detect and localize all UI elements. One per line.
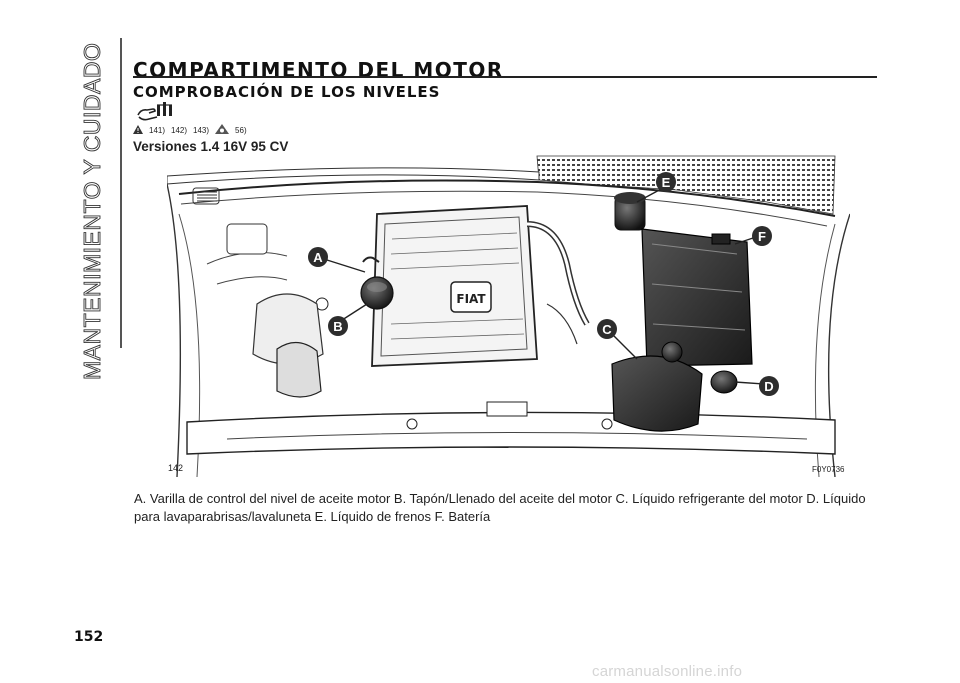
- callout-b: B: [328, 316, 348, 336]
- callout-label: B: [333, 319, 342, 334]
- warning-ref: 143): [193, 125, 210, 135]
- page-number: 152: [74, 629, 104, 645]
- engine-illustration: FIAT: [166, 154, 851, 478]
- callout-d: D: [759, 376, 779, 396]
- callout-f: F: [752, 226, 772, 246]
- version-heading: Versiones 1.4 16V 95 CV: [133, 139, 289, 154]
- warning-references: 141) 142) 143) 56): [133, 124, 247, 136]
- section-subtitle: COMPROBACIÓN DE LOS NIVELES: [133, 83, 441, 101]
- section-side-title: MANTENIMIENTO Y CUIDADO: [73, 35, 113, 405]
- figure-number: 142: [168, 463, 184, 473]
- warning-ref: 142): [171, 125, 188, 135]
- fiat-logo-text: FIAT: [456, 292, 486, 306]
- fiat-logo: FIAT: [450, 281, 492, 313]
- warning-ref: 56): [235, 125, 247, 135]
- callout-label: A: [313, 250, 323, 265]
- callout-label: F: [758, 229, 766, 244]
- warning-ref: 141): [149, 125, 166, 135]
- hand-wrench-icon: [135, 101, 179, 128]
- engine-compartment-figure: FIAT: [166, 154, 851, 478]
- callout-e: E: [656, 172, 676, 192]
- figure-caption: A. Varilla de control del nivel de aceit…: [134, 491, 866, 524]
- watermark: carmanualsonline.info: [592, 663, 743, 680]
- title-underline: [133, 76, 877, 78]
- callout-label: E: [662, 175, 671, 190]
- callout-label: C: [602, 322, 612, 337]
- environment-icon: [215, 124, 230, 136]
- callout-c: C: [597, 319, 617, 339]
- callout-label: D: [764, 379, 773, 394]
- callout-a: A: [308, 247, 328, 267]
- page-title: COMPARTIMENTO DEL MOTOR: [133, 58, 504, 82]
- figure-code: F0Y0736: [812, 465, 845, 474]
- side-divider: [120, 38, 122, 348]
- warning-triangle-icon: [133, 124, 143, 136]
- side-title-text: MANTENIMIENTO Y CUIDADO: [79, 43, 105, 380]
